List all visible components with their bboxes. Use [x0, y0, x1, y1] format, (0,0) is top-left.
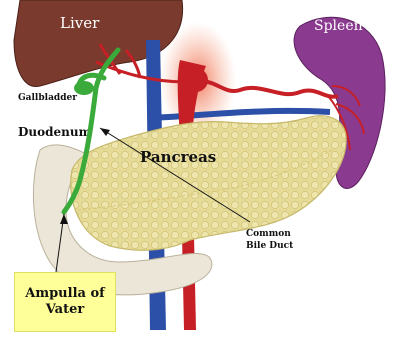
- bile-duct-pointer-arrow: [100, 128, 110, 136]
- duodenum-label: Duodenum: [18, 125, 92, 139]
- liver-label: Liver: [60, 14, 100, 32]
- pancreas-label: Pancreas: [140, 148, 216, 166]
- common-bile-duct-label-line2: Bile Duct: [246, 241, 294, 251]
- spleen-label: Spleen: [314, 18, 363, 34]
- gallbladder-shape: [74, 81, 94, 95]
- common-bile-duct-label-line1: Common: [246, 229, 291, 239]
- ampulla-of-vater-label: Ampulla of Vater: [14, 272, 116, 332]
- celiac-trunk: [184, 68, 208, 92]
- gallbladder-label: Gallbladder: [18, 93, 77, 103]
